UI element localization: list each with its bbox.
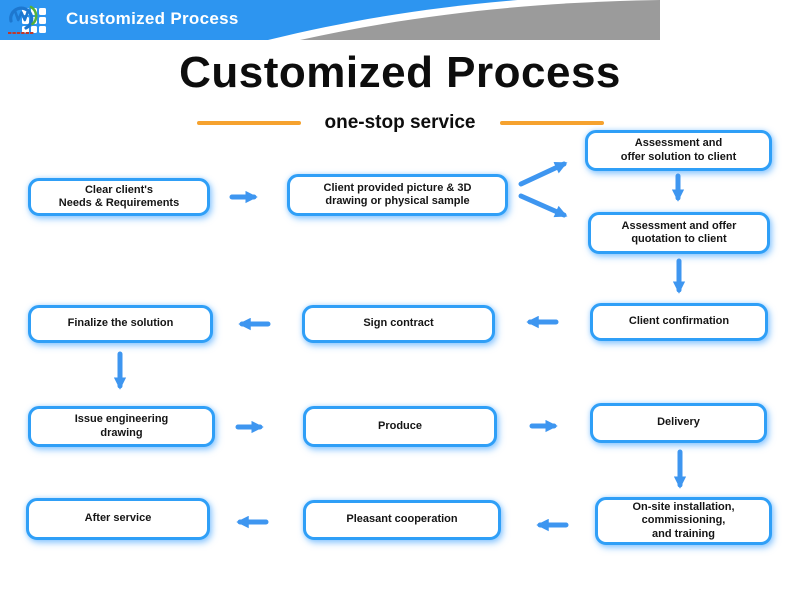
page-title: Customized Process — [179, 48, 621, 97]
node-issue-drawing: Issue engineering drawing — [28, 406, 215, 447]
node-assessment-quotation: Assessment and offer quotation to client — [588, 212, 770, 254]
node-after-service: After service — [26, 498, 210, 540]
top-bar: Customized Process — [0, 0, 800, 40]
top-bar-background — [0, 0, 660, 40]
arrow-provided-to-solution — [518, 161, 568, 187]
node-finalize-solution: Finalize the solution — [28, 305, 213, 343]
node-produce: Produce — [303, 406, 497, 447]
node-delivery: Delivery — [590, 403, 767, 443]
node-onsite-installation: On-site installation, commissioning, and… — [595, 497, 772, 545]
arrow-provided-to-quotation — [518, 193, 568, 218]
subtitle-right-line — [499, 121, 604, 125]
node-assessment-solution: Assessment and offer solution to client — [585, 130, 772, 171]
subtitle-row: one-stop service — [0, 110, 800, 136]
page-subtitle: one-stop service — [324, 112, 476, 133]
node-sign-contract: Sign contract — [302, 305, 495, 343]
company-logo-icon — [8, 5, 38, 34]
top-bar-title: Customized Process — [66, 9, 239, 28]
subtitle-left-line — [196, 121, 301, 125]
node-pleasant-cooperation: Pleasant cooperation — [303, 500, 501, 540]
node-clear-needs: Clear client's Needs & Requirements — [28, 178, 210, 216]
node-client-provided: Client provided picture & 3D drawing or … — [287, 174, 508, 216]
node-client-confirmation: Client confirmation — [590, 303, 768, 341]
